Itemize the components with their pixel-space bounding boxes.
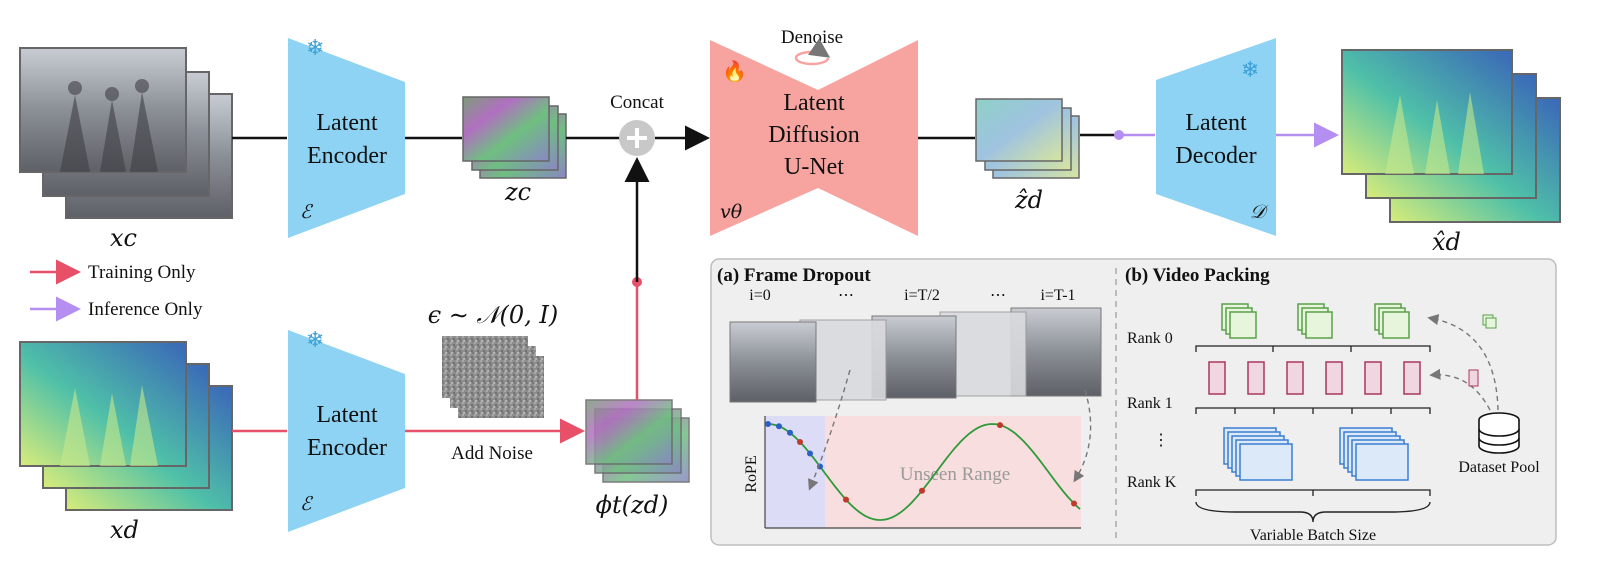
dropout-map-arrow-2 xyxy=(1073,389,1092,483)
unet-line2: Diffusion xyxy=(768,122,860,148)
encoder-top-line2: Encoder xyxy=(307,143,387,169)
encoder-bottom-line1: Latent xyxy=(316,402,378,428)
concat-node xyxy=(619,120,655,156)
legend: Training Only Inference Only xyxy=(30,259,203,322)
rank0-batch-3 xyxy=(1374,303,1410,339)
trainable-flame-icon: 🔥 xyxy=(722,59,747,83)
unseen-range-label: Unseen Range xyxy=(900,464,1010,485)
frame-index-2: i=T/2 xyxy=(904,287,940,304)
rope-point-6 xyxy=(843,496,849,503)
decoder-symbol: 𝒟 xyxy=(1250,201,1269,223)
frozen-snowflake-icon-decoder: ❄ xyxy=(1241,58,1259,83)
rope-point-8 xyxy=(997,422,1003,429)
phi-label: ϕt(zd) xyxy=(596,491,669,519)
frozen-snowflake-icon: ❄ xyxy=(306,36,324,61)
rank-label-0: Rank 0 xyxy=(1127,330,1173,347)
unseen-region xyxy=(825,416,1081,528)
zd-hat-label: ẑd xyxy=(1014,186,1043,214)
concat-label: Concat xyxy=(610,92,665,113)
noise-stack xyxy=(442,336,544,418)
latent-decoder: ❄ Latent Decoder 𝒟 xyxy=(1156,38,1276,236)
decoder-line2: Decoder xyxy=(1175,143,1256,169)
dataset-pool-icon xyxy=(1478,412,1520,454)
rank-label-1: Rank 1 xyxy=(1127,395,1173,412)
xd-hat-label: x̂d xyxy=(1432,228,1461,256)
rope-point-1 xyxy=(776,423,782,430)
encoder-top-line1: Latent xyxy=(316,110,378,136)
pool-sample-green xyxy=(1482,314,1497,329)
add-noise-label: Add Noise xyxy=(451,443,533,464)
frame-strip xyxy=(729,307,1102,403)
frame-index-4: i=T-1 xyxy=(1040,287,1075,304)
decoder-line1: Latent xyxy=(1185,110,1247,136)
video-packing-title: (b) Video Packing xyxy=(1125,265,1270,286)
batch-size-label: Variable Batch Size xyxy=(1250,527,1376,544)
rank1-clip-3 xyxy=(1286,361,1304,395)
unet-line3: U-Net xyxy=(784,154,844,180)
pool-to-rank0-arrow xyxy=(1427,313,1499,411)
xc-image-stack xyxy=(19,47,233,219)
batch-brace xyxy=(1195,501,1431,523)
zc-latent-stack xyxy=(462,96,567,179)
latent-encoder-bottom: ❄ Latent Encoder ℰ xyxy=(288,328,405,532)
rope-point-0 xyxy=(765,421,771,427)
frame-index-3: ⋯ xyxy=(990,287,1006,304)
denoise-label: Denoise xyxy=(781,27,843,48)
rank-label-k: Rank K xyxy=(1127,474,1177,491)
xd-depth-stack xyxy=(19,341,233,511)
rank-label-dots: ⋮ xyxy=(1153,432,1169,449)
rope-point-3 xyxy=(797,439,803,445)
rank1-clip-4 xyxy=(1325,361,1343,395)
denoise-loop-icon xyxy=(794,38,831,66)
frame-dropout-title: (a) Frame Dropout xyxy=(717,265,871,286)
rope-point-7 xyxy=(919,487,925,494)
rank0-batch-1 xyxy=(1221,303,1257,339)
zc-label: zc xyxy=(504,178,531,206)
rankk-batch-1 xyxy=(1223,427,1293,481)
zd-hat-latent-stack xyxy=(975,98,1080,179)
frame-index-0: i=0 xyxy=(749,287,770,304)
encoder-top-symbol: ℰ xyxy=(300,201,314,223)
pool-sample-maroon xyxy=(1468,369,1479,387)
frame-index-labels: i=0 ⋯ i=T/2 ⋯ i=T-1 xyxy=(749,287,1075,304)
rank0-batch-2 xyxy=(1297,303,1333,339)
xd-label: xd xyxy=(110,516,139,544)
legend-inference-label: Inference Only xyxy=(88,299,203,320)
legend-training-label: Training Only xyxy=(88,262,196,283)
frame-index-1: ⋯ xyxy=(838,287,854,304)
rank1-row xyxy=(1195,361,1431,414)
rank1-clip-1 xyxy=(1208,361,1226,395)
rankk-batch-2 xyxy=(1339,427,1409,481)
rank1-clip-5 xyxy=(1364,361,1382,395)
phi-noisy-latent-stack xyxy=(585,399,690,483)
rope-point-2 xyxy=(787,429,793,436)
rope-point-4 xyxy=(807,450,813,457)
frozen-snowflake-icon-bottom: ❄ xyxy=(306,328,324,353)
dropout-map-arrow-1 xyxy=(808,369,851,491)
rope-axis-label: RoPE xyxy=(743,455,760,492)
rank0-row xyxy=(1195,303,1431,352)
rank1-clip-2 xyxy=(1247,361,1265,395)
latent-diffusion-unet: 🔥 Latent Diffusion U-Net vθ xyxy=(710,40,918,236)
rankk-row xyxy=(1195,427,1431,496)
encoder-bottom-line2: Encoder xyxy=(307,435,387,461)
dataset-pool-label: Dataset Pool xyxy=(1458,459,1540,476)
pool-to-rank1-arrow xyxy=(1429,368,1491,411)
rank1-clip-6 xyxy=(1403,361,1421,395)
xc-label: xc xyxy=(110,224,137,252)
seen-region xyxy=(765,416,825,528)
noise-label: ϵ ∼ 𝒩(0, I) xyxy=(428,301,559,329)
rope-sample-points xyxy=(765,421,1077,507)
unet-line1: Latent xyxy=(783,90,845,116)
unet-symbol: vθ xyxy=(720,201,743,223)
latent-encoder-top: ❄ Latent Encoder ℰ xyxy=(288,36,405,238)
encoder-bottom-symbol: ℰ xyxy=(300,493,314,515)
xd-hat-depth-stack xyxy=(1341,49,1561,223)
rope-point-9 xyxy=(1071,500,1077,507)
rope-plot: RoPE Unseen Range xyxy=(743,369,1092,529)
